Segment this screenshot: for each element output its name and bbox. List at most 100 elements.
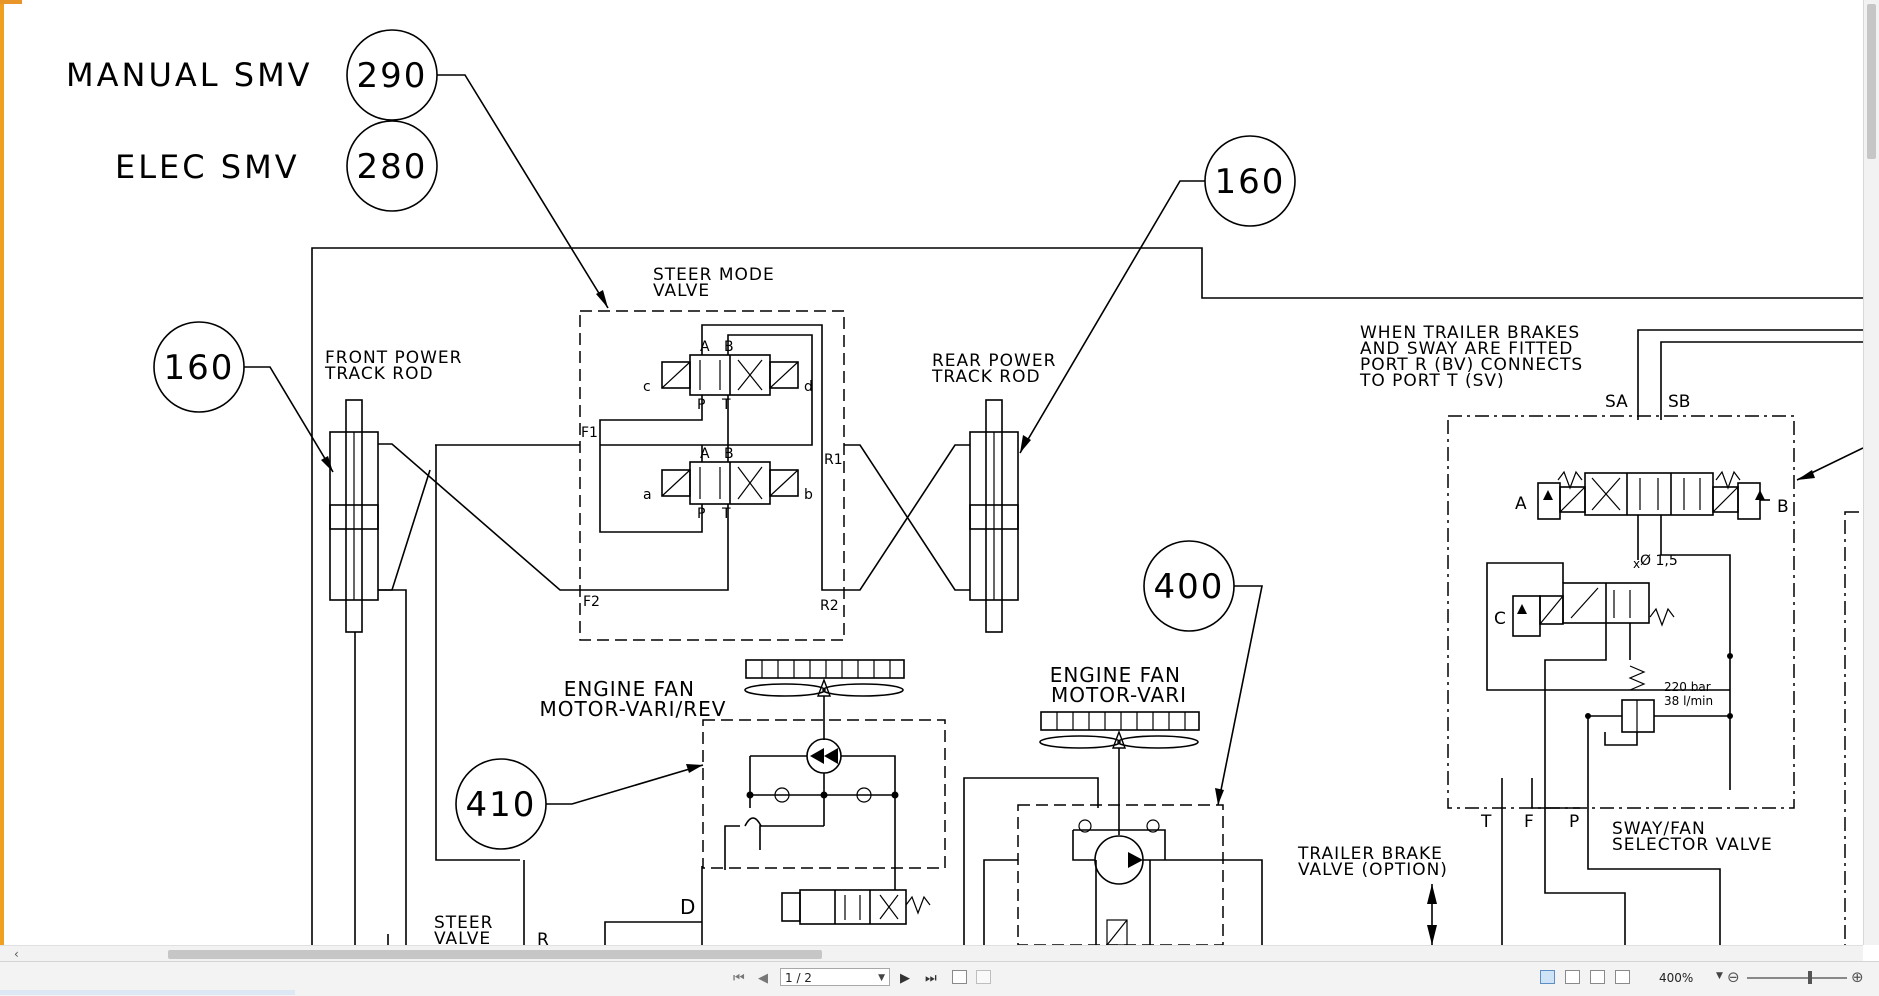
engine-fan-rev-cooler bbox=[744, 659, 905, 740]
port-t-lower: T bbox=[721, 506, 731, 522]
engine-fan-vari-boundary bbox=[1017, 804, 1224, 945]
trailer-brake-valve-symbol bbox=[1427, 884, 1437, 945]
rear-track-rod-cylinder bbox=[969, 399, 1019, 633]
port-t-upper: T bbox=[721, 397, 731, 413]
zoom-in-icon[interactable]: ⊕ bbox=[1851, 968, 1864, 986]
port-a-lower: A bbox=[700, 446, 710, 462]
single-page-view-icon[interactable] bbox=[1540, 970, 1555, 984]
steer-mode-valve-label: STEER MODE VALVE bbox=[653, 265, 781, 301]
vertical-scrollbar-thumb[interactable] bbox=[1867, 4, 1876, 159]
port-c-selector: C bbox=[1494, 609, 1506, 629]
sway-fan-lower-spool bbox=[1486, 562, 1730, 780]
port-b-selector: B bbox=[1777, 497, 1789, 517]
steer-valve-label: STEER VALVE bbox=[434, 913, 500, 945]
callout-280-circle bbox=[346, 120, 438, 212]
engine-fan-vari-cooler bbox=[1039, 711, 1200, 835]
page-indicator: 1 / 2 bbox=[785, 971, 812, 985]
sway-fan-selector-label: SWAY/FAN SELECTOR VALVE bbox=[1612, 819, 1773, 855]
last-page-icon[interactable]: ⏭ bbox=[925, 971, 937, 986]
port-sa: SA bbox=[1605, 392, 1628, 412]
rotate-view-icon[interactable] bbox=[952, 970, 967, 984]
document-viewport: MANUAL SMV 290 ELEC SMV 280 160 160 FRON… bbox=[66, 29, 1863, 945]
steer-valve-lower-spool bbox=[661, 461, 799, 505]
sway-fan-solenoid-spool bbox=[1537, 470, 1765, 520]
page-dropdown-icon[interactable]: ▼ bbox=[878, 973, 885, 983]
port-sb: SB bbox=[1668, 392, 1690, 412]
scroll-left-icon[interactable]: ‹ bbox=[14, 947, 19, 961]
engine-fan-rev-motor bbox=[724, 738, 899, 890]
zoom-dropdown-icon[interactable]: ▼ bbox=[1716, 971, 1723, 981]
port-f1: F1 bbox=[581, 425, 598, 441]
sa-line bbox=[1637, 329, 1863, 420]
taskbar-strip bbox=[0, 990, 295, 995]
port-f-selector: F bbox=[1524, 812, 1534, 832]
zoom-out-icon[interactable]: ⊖ bbox=[1727, 968, 1740, 986]
port-r1: R1 bbox=[824, 452, 843, 468]
arrowhead-160-front bbox=[321, 456, 333, 472]
sb-line bbox=[1660, 341, 1863, 420]
relief-setting-label: 220 bar 38 l/min bbox=[1664, 680, 1714, 708]
zoom-level[interactable]: 400% bbox=[1659, 971, 1694, 985]
steer-mode-valve-boundary bbox=[579, 310, 845, 641]
prev-page-icon[interactable]: ◀ bbox=[758, 971, 768, 986]
callout-160-rear: 160 bbox=[1215, 162, 1286, 202]
engine-fan-vari-motor bbox=[963, 777, 1263, 945]
sway-fan-selector-boundary bbox=[1447, 415, 1795, 809]
port-a-upper: A bbox=[700, 339, 710, 355]
status-bar: ⏮ ◀ 1 / 2 ▼ ▶ ⏭ 400% ▼ ⊖ ⊕ bbox=[0, 961, 1879, 996]
front-track-rod-cylinder bbox=[329, 399, 379, 633]
port-d-label: D bbox=[680, 895, 695, 919]
relief-valve bbox=[1585, 653, 1733, 780]
port-b-upper: B bbox=[724, 339, 734, 355]
leader-400 bbox=[1217, 585, 1263, 806]
facing-view-icon[interactable] bbox=[1590, 970, 1605, 984]
adjacent-boundary bbox=[1844, 511, 1863, 945]
continuous-view-icon[interactable] bbox=[1565, 970, 1580, 984]
port-r2: R2 bbox=[820, 598, 839, 614]
leader-410 bbox=[546, 764, 704, 805]
callout-400: 400 bbox=[1154, 567, 1225, 607]
zoom-slider[interactable] bbox=[1747, 977, 1847, 979]
port-a-pilot: a bbox=[643, 487, 652, 503]
engine-fan-vari-label: ENGINE FAN MOTOR-VARI bbox=[1050, 663, 1189, 707]
corner-tab bbox=[0, 0, 22, 4]
leader-160-front bbox=[244, 366, 334, 473]
legend-manual-label: MANUAL SMV bbox=[66, 56, 313, 94]
horizontal-scrollbar[interactable]: ‹ bbox=[0, 945, 1863, 962]
port-p-selector: P bbox=[1569, 812, 1579, 832]
port-r-label: R bbox=[537, 930, 549, 945]
callout-280: 280 bbox=[357, 147, 428, 187]
zoom-slider-knob[interactable] bbox=[1808, 971, 1812, 984]
left-edge-marker bbox=[0, 0, 4, 945]
fan-rev-solenoid-valve bbox=[604, 866, 931, 945]
port-c: c bbox=[643, 379, 651, 395]
arrowhead-selector bbox=[1797, 470, 1815, 480]
port-b-lower: B bbox=[724, 446, 734, 462]
hydraulic-schematic: MANUAL SMV 290 ELEC SMV 280 160 160 FRON… bbox=[66, 29, 1863, 945]
arrowhead-400 bbox=[1215, 788, 1224, 805]
callout-160-front: 160 bbox=[164, 348, 235, 388]
steer-valve-upper-spool bbox=[661, 354, 799, 396]
first-page-icon[interactable]: ⏮ bbox=[733, 971, 745, 986]
port-b-pilot: b bbox=[804, 487, 813, 503]
rear-track-rod-label: REAR POWER TRACK ROD bbox=[931, 351, 1063, 387]
legend-elec-label: ELEC SMV bbox=[115, 148, 300, 186]
orifice-label: Ø 1,5 bbox=[1640, 553, 1678, 569]
track-rod-lines bbox=[354, 443, 970, 945]
selector-outlet-lines bbox=[1501, 778, 1721, 945]
outer-return-line bbox=[311, 247, 1863, 945]
port-t-selector: T bbox=[1480, 812, 1492, 832]
leader-160-rear bbox=[1019, 180, 1205, 454]
arrowhead-160-rear bbox=[1020, 435, 1031, 453]
port-d: d bbox=[804, 379, 813, 395]
continuous-facing-view-icon[interactable] bbox=[1615, 970, 1630, 984]
next-page-icon[interactable]: ▶ bbox=[900, 971, 910, 986]
horizontal-scrollbar-thumb[interactable] bbox=[168, 950, 822, 959]
selector-right-line bbox=[1660, 515, 1731, 790]
page-number-field[interactable]: 1 / 2 ▼ bbox=[780, 968, 890, 986]
copy-view-icon[interactable] bbox=[976, 970, 991, 984]
leader-290 bbox=[437, 74, 609, 309]
port-a-selector: A bbox=[1515, 494, 1527, 514]
arrowhead-410 bbox=[686, 764, 703, 773]
vertical-scrollbar[interactable] bbox=[1863, 0, 1879, 945]
